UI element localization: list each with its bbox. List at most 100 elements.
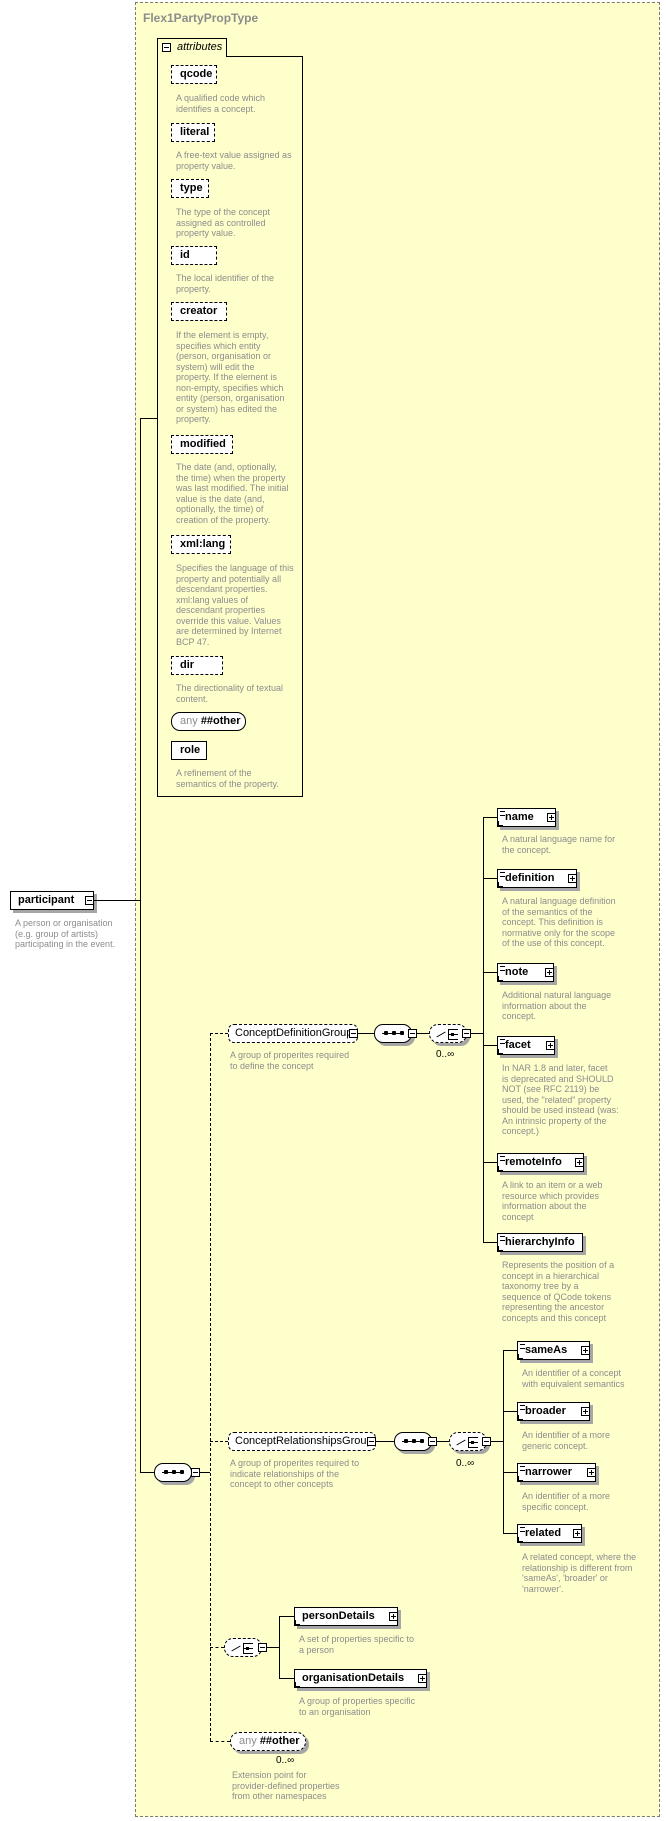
collapse-icon[interactable] xyxy=(191,1468,200,1477)
element-organisation-details[interactable]: organisationDetails xyxy=(294,1669,427,1688)
element-hierarchy-info[interactable]: hierarchyInfo xyxy=(497,1233,583,1252)
collapse-icon[interactable] xyxy=(162,43,171,52)
attribute-modified[interactable]: modified xyxy=(171,435,233,454)
collapse-icon[interactable] xyxy=(367,1437,376,1446)
attribute-any-other[interactable]: any ##other xyxy=(171,712,246,731)
element-narrower[interactable]: narrower xyxy=(517,1463,596,1482)
element-any-other[interactable]: any ##other xyxy=(230,1732,306,1751)
expand-icon[interactable] xyxy=(546,1041,555,1050)
attribute-type[interactable]: type xyxy=(171,179,209,198)
type-name: Flex1PartyPropType xyxy=(143,11,259,25)
occurrence-label: 0..∞ xyxy=(436,1049,455,1060)
expand-icon[interactable] xyxy=(587,1468,596,1477)
connector xyxy=(140,418,141,1472)
element-definition[interactable]: definition xyxy=(497,869,577,888)
connector xyxy=(267,1647,279,1648)
expand-icon[interactable] xyxy=(573,1529,582,1538)
group-concept-definition[interactable]: ConceptDefinitionGroup xyxy=(228,1024,358,1043)
connector xyxy=(358,1033,374,1034)
element-remote-info[interactable]: remoteInfo xyxy=(497,1153,584,1172)
attributes-tab[interactable]: attributes xyxy=(157,38,227,57)
choice-compositor[interactable] xyxy=(224,1638,262,1657)
element-participant[interactable]: participant xyxy=(10,891,94,910)
connector xyxy=(483,878,497,879)
connector xyxy=(503,1350,504,1533)
element-related[interactable]: related xyxy=(517,1524,582,1543)
connector xyxy=(491,1441,503,1442)
connector xyxy=(210,1647,224,1648)
sequence-compositor[interactable] xyxy=(394,1432,432,1451)
connector xyxy=(279,1678,294,1679)
connector xyxy=(483,817,497,818)
attribute-desc: The date (and, optionally,the time) when… xyxy=(176,462,289,525)
attribute-role[interactable]: role xyxy=(171,741,207,760)
connector xyxy=(503,1411,517,1412)
attribute-id[interactable]: id xyxy=(171,246,217,265)
expand-icon[interactable] xyxy=(547,813,556,822)
element-person-details[interactable]: personDetails xyxy=(294,1607,398,1626)
element-note[interactable]: note xyxy=(497,963,554,982)
collapse-icon[interactable] xyxy=(462,1029,471,1038)
connector xyxy=(503,1533,517,1534)
collapse-icon[interactable] xyxy=(258,1643,267,1652)
element-name[interactable]: name xyxy=(497,808,556,827)
connector xyxy=(503,1350,517,1351)
collapse-icon[interactable] xyxy=(428,1437,437,1446)
attribute-literal[interactable]: literal xyxy=(171,123,215,142)
connector xyxy=(210,1741,230,1742)
attribute-creator[interactable]: creator xyxy=(171,302,227,321)
collapse-icon[interactable] xyxy=(482,1437,491,1446)
attribute-qcode[interactable]: qcode xyxy=(171,65,217,84)
collapse-icon[interactable] xyxy=(349,1029,358,1038)
connector xyxy=(417,1033,429,1034)
expand-icon[interactable] xyxy=(575,1158,584,1167)
attribute-dir[interactable]: dir xyxy=(171,656,223,675)
connector xyxy=(503,1472,517,1473)
connector xyxy=(483,972,497,973)
element-broader[interactable]: broader xyxy=(517,1402,590,1421)
choice-compositor[interactable] xyxy=(429,1024,467,1043)
sequence-compositor[interactable] xyxy=(374,1024,412,1043)
connector xyxy=(94,900,140,901)
connector xyxy=(210,1441,228,1442)
group-concept-relationships[interactable]: ConceptRelationshipsGroup xyxy=(228,1432,376,1451)
attribute-xml-lang[interactable]: xml:lang xyxy=(171,535,231,554)
connector xyxy=(140,1472,154,1473)
element-facet[interactable]: facet xyxy=(497,1036,555,1055)
connector xyxy=(200,1472,210,1473)
connector xyxy=(210,1033,228,1034)
occurrence-label: 0..∞ xyxy=(456,1458,475,1469)
connector xyxy=(279,1616,280,1678)
collapse-icon[interactable] xyxy=(85,896,94,905)
expand-icon[interactable] xyxy=(581,1346,590,1355)
collapse-icon[interactable] xyxy=(408,1029,417,1038)
connector xyxy=(140,418,157,419)
main-sequence-compositor[interactable] xyxy=(154,1463,192,1482)
expand-icon[interactable] xyxy=(418,1674,427,1683)
expand-icon[interactable] xyxy=(568,874,577,883)
expand-icon[interactable] xyxy=(389,1612,398,1621)
element-desc: A person or organisation(e.g. group of a… xyxy=(15,918,116,949)
element-same-as[interactable]: sameAs xyxy=(517,1341,590,1360)
connector xyxy=(483,1162,497,1163)
connector xyxy=(210,1033,211,1741)
expand-icon[interactable] xyxy=(581,1407,590,1416)
expand-icon[interactable] xyxy=(545,968,554,977)
